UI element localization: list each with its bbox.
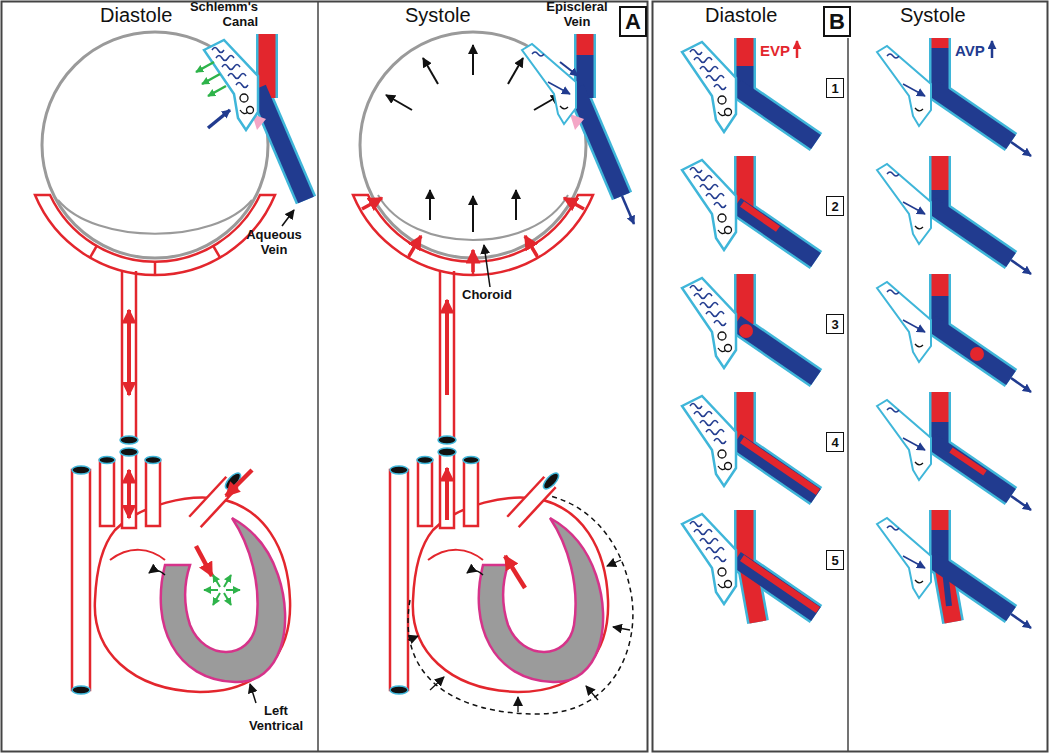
callout-number: 5 (826, 550, 844, 570)
node-text: 5 (831, 554, 838, 567)
pressure-arrow (796, 41, 799, 58)
panel-letter: B (823, 6, 851, 37)
systole-row (877, 274, 1031, 392)
systole-heart (390, 448, 633, 714)
part-label: Episcleral Vein (532, 0, 622, 30)
panel-heading: Systole (900, 4, 966, 27)
node-text: 4 (831, 436, 838, 449)
pressure-label: EVP (760, 42, 790, 59)
panel-heading: Systole (405, 4, 471, 27)
systole-row (877, 38, 1031, 156)
panel-letter: A (619, 6, 647, 37)
pressure-arrow (991, 41, 994, 58)
part-label: Schlemm's Canal (172, 0, 258, 30)
callout-number: 4 (826, 432, 844, 452)
diastole-row (682, 156, 816, 260)
callout-number: 1 (826, 78, 844, 98)
part-label: Left Ventrical (236, 704, 316, 734)
part-label: Choroid (462, 288, 512, 303)
part-label: Aqueous Vein (238, 228, 310, 258)
systole-row (877, 156, 1031, 274)
diastole-heart (72, 448, 290, 703)
panel-heading: Diastole (705, 4, 777, 27)
diastole-row (682, 392, 818, 496)
panel-heading: Diastole (100, 4, 172, 27)
pressure-label: AVP (955, 42, 985, 59)
node-text: 1 (831, 82, 838, 95)
systole-eye (353, 32, 634, 444)
callout-number: 3 (826, 314, 844, 334)
systole-row (877, 510, 1031, 628)
diastole-row (682, 274, 816, 378)
diastole-row (682, 38, 816, 142)
node-text: A (625, 11, 641, 33)
systole-row (877, 392, 1031, 510)
node-text: 3 (831, 318, 838, 331)
node-text: B (829, 11, 845, 33)
diastole-row (682, 510, 818, 622)
callout-number: 2 (826, 196, 844, 216)
node-text: 2 (831, 200, 838, 213)
